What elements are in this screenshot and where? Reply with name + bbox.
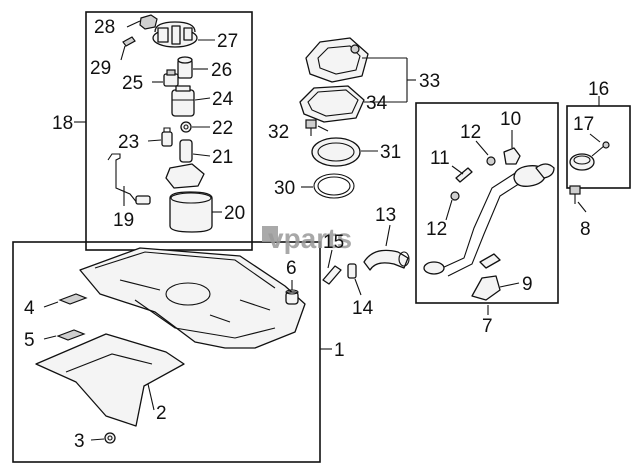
callout-23: 23 (118, 132, 139, 153)
part-19-level-sensor (107, 153, 151, 205)
watermark-text: vparts (268, 223, 352, 254)
callout-29: 29 (90, 58, 111, 79)
part-12a-clip (486, 156, 496, 166)
part-6-cap (285, 289, 299, 305)
callout-22: 22 (212, 118, 233, 139)
fuel-tank-group-box (12, 241, 321, 463)
part-28-connector (139, 14, 158, 30)
callout-12a: 12 (460, 122, 481, 143)
callout-8: 8 (580, 219, 591, 240)
part-pump-bracket (165, 163, 205, 189)
part-13-hose (363, 249, 410, 271)
callout-15: 15 (323, 232, 344, 253)
callout-1: 1 (334, 340, 345, 361)
callout-6: 6 (286, 258, 297, 279)
part-8-bolt (569, 185, 581, 204)
part-24-filter (171, 85, 195, 117)
callout-26: 26 (211, 60, 232, 81)
part-22-oring (180, 121, 192, 133)
part-33-cover (305, 37, 369, 83)
callout-32: 32 (268, 122, 289, 143)
part-25-valve (163, 69, 179, 87)
callout-34: 34 (366, 93, 388, 114)
part-10-valve (503, 147, 521, 165)
callout-14: 14 (352, 298, 374, 319)
part-9-bracket (471, 275, 501, 301)
callout-labels: 18 28 29 27 26 25 24 22 23 21 19 20 33 3… (24, 17, 609, 452)
callout-10: 10 (500, 109, 521, 130)
callout-12b: 12 (426, 219, 447, 240)
callout-13: 13 (375, 205, 396, 226)
part-4-pad (58, 293, 88, 305)
part-21-pump (179, 139, 193, 163)
part-12b-clip (450, 191, 460, 201)
part-27-pump-flange (152, 21, 198, 48)
callout-7: 7 (482, 316, 493, 337)
callout-24: 24 (212, 89, 234, 110)
part-26-regulator (177, 56, 193, 79)
filler-neck-group-box (415, 102, 559, 304)
part-7-filler-pipe (423, 163, 555, 277)
leader-lines (43, 20, 601, 441)
part-30-seal (313, 173, 355, 199)
callout-21: 21 (212, 147, 233, 168)
callout-31: 31 (380, 142, 401, 163)
callout-11: 11 (430, 148, 450, 169)
callout-28: 28 (94, 17, 115, 38)
callout-27: 27 (217, 31, 238, 52)
part-2-heat-shield (35, 333, 185, 427)
callout-3: 3 (74, 431, 85, 452)
callout-30: 30 (274, 178, 295, 199)
callout-4: 4 (24, 298, 35, 319)
part-1-fuel-tank (79, 247, 306, 349)
part-20-reservoir (169, 191, 213, 233)
callout-20: 20 (224, 203, 245, 224)
callout-18: 18 (52, 113, 73, 134)
part-16-fuel-cap (569, 141, 610, 171)
watermark-logo: vparts (262, 223, 352, 254)
part-31-ring (311, 137, 361, 167)
part-11-hose (455, 167, 473, 183)
part-14-clamp (347, 263, 357, 279)
callout-19: 19 (113, 210, 134, 231)
part-5-pad (56, 329, 86, 341)
callout-17: 17 (573, 114, 594, 135)
callout-5: 5 (24, 330, 35, 351)
callout-33: 33 (419, 71, 440, 92)
callout-16: 16 (588, 79, 609, 100)
part-23-sender (161, 127, 173, 147)
part-15-clamp (322, 265, 342, 285)
part-29-pin (122, 36, 136, 47)
callout-9: 9 (522, 274, 533, 295)
part-3-nut (104, 432, 116, 444)
callout-25: 25 (122, 73, 143, 94)
callout-2: 2 (156, 403, 167, 424)
part-32-bolt (305, 119, 317, 136)
part-34-gasket (299, 85, 365, 123)
